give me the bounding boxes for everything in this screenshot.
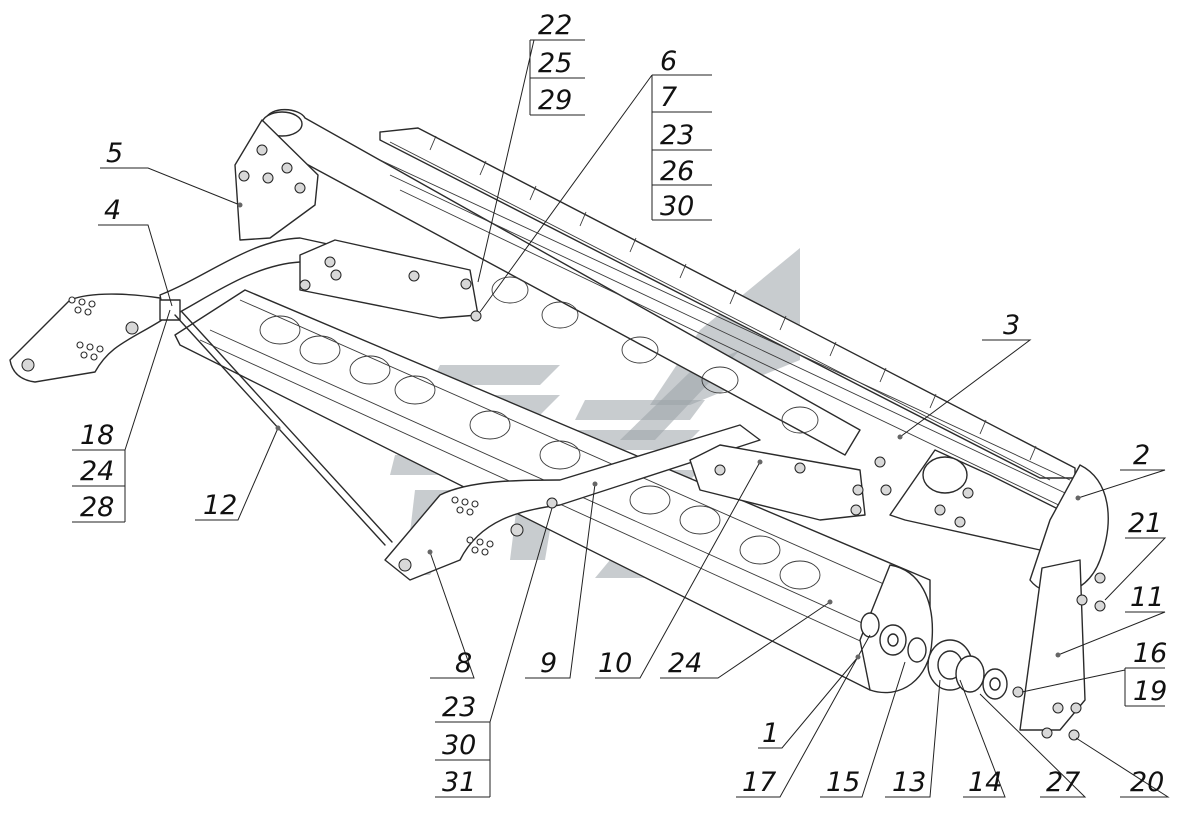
callout-14: 14: [968, 767, 1002, 798]
callout-23b: 23: [442, 692, 476, 723]
brace-12: [174, 314, 386, 546]
callout-labels: 22 25 29 6 7 23 26 30 5 4 3 2 21 11 16 1…: [80, 10, 1167, 798]
callout-25: 25: [538, 48, 572, 79]
bracket-10: [689, 444, 866, 521]
machine-assembly: [9, 108, 1109, 741]
callout-19: 19: [1133, 676, 1167, 707]
rear-disc-2: [1029, 464, 1109, 594]
callout-28: 28: [80, 492, 114, 523]
callout-8: 8: [455, 648, 472, 679]
nut-16: [1012, 686, 1024, 698]
frame-plate-5: [234, 119, 319, 241]
callout-9: 9: [540, 648, 557, 679]
callout-3: 3: [1003, 310, 1020, 341]
callout-5: 5: [106, 138, 123, 169]
bolt-20: [1068, 729, 1080, 741]
callout-29: 29: [538, 85, 572, 116]
callout-11: 11: [1130, 582, 1164, 613]
callout-7: 7: [660, 82, 677, 113]
part-13: [907, 637, 927, 663]
callout-30: 30: [660, 191, 694, 222]
callout-17: 17: [742, 767, 776, 798]
leader-lines: [72, 39, 1170, 798]
callout-13: 13: [892, 767, 926, 798]
callout-1: 1: [762, 718, 779, 749]
lower-longitudinal-arm: [384, 424, 761, 581]
callout-22: 22: [538, 10, 572, 41]
callout-24a: 24: [80, 456, 114, 487]
hub-exploded-parts: [860, 612, 1024, 700]
callout-2: 2: [1133, 440, 1150, 471]
callout-27: 27: [1046, 767, 1080, 798]
callout-6: 6: [660, 46, 677, 77]
end-plate-11: [1019, 559, 1086, 731]
callout-26: 26: [660, 156, 694, 187]
callout-12: 12: [203, 490, 237, 521]
callout-18: 18: [80, 420, 114, 451]
callout-4: 4: [104, 195, 121, 226]
leader-dots: [237, 202, 1081, 660]
callout-21: 21: [1128, 508, 1162, 539]
callout-20: 20: [1130, 767, 1164, 798]
callout-16: 16: [1133, 638, 1167, 669]
callout-10: 10: [598, 648, 632, 679]
part-17: [860, 612, 880, 638]
callout-15: 15: [826, 767, 860, 798]
callout-24b: 24: [668, 648, 702, 679]
callout-30b: 30: [442, 730, 476, 761]
callout-23: 23: [660, 120, 694, 151]
part-27: [955, 655, 985, 693]
middle-bracket: [299, 239, 479, 319]
callout-31: 31: [442, 767, 476, 798]
